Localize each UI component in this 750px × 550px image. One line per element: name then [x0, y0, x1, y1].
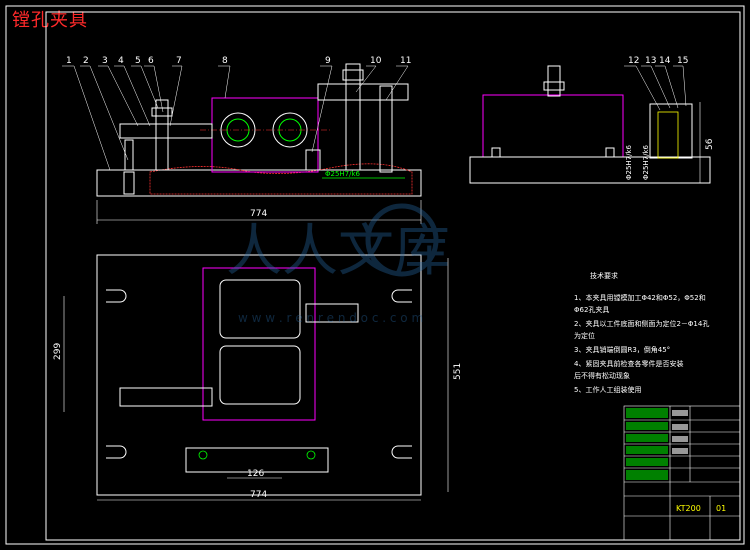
top-slot-ul: [106, 289, 127, 303]
top-dim-slot: 126: [247, 469, 264, 479]
top-dim-left: 299: [53, 343, 63, 360]
title-block-code: KT200: [676, 504, 701, 513]
front-clamp-bar-left: [119, 123, 213, 139]
tech-req-line-3: 2、夹具以工件底面和侧面为定位2－Φ14孔: [574, 319, 709, 328]
side-view: 56 Φ25H7/k6 Φ25H7/k6: [469, 65, 715, 184]
top-dim-bottom: 774: [250, 490, 267, 500]
front-locator: [305, 149, 321, 171]
part-label-6: 6: [148, 56, 154, 66]
front-dim-width: 774: [250, 209, 267, 219]
top-hole-left: [198, 450, 208, 460]
top-clamp-right: [305, 303, 359, 323]
side-dim-height: 56: [705, 138, 715, 150]
part-label-8: 8: [222, 56, 228, 66]
part-label-7: 7: [176, 56, 182, 66]
side-stud: [547, 65, 561, 97]
tech-req-line-8: 5、工作人工组装使用: [574, 385, 641, 394]
drawing-title: 镗孔夹具: [12, 10, 88, 31]
watermark-text: 人人文库: [226, 219, 450, 284]
front-support-left: [124, 139, 134, 171]
front-hatch-area: [149, 163, 413, 195]
watermark-url: w w w . r e n r e n d o c . c o m: [238, 311, 423, 325]
side-base-plate: [469, 156, 711, 184]
watermark: 人人文库 w w w . r e n r e n d o c . c o m: [226, 203, 450, 325]
top-pocket-lower: [219, 345, 301, 405]
part-label-3: 3: [102, 56, 108, 66]
tech-req-line-6: 4、紧固夹具前检查各零件是否安装: [574, 359, 683, 368]
side-fit-b: Φ25H7/k6: [642, 144, 650, 180]
side-pin-left: [491, 147, 501, 158]
title-block-rows: [626, 408, 688, 480]
top-view: 299 551 126 774: [53, 254, 463, 501]
top-hole-right: [306, 450, 316, 460]
top-clamp-left: [119, 387, 213, 407]
title-block-sheet: 01: [716, 504, 726, 513]
part-label-5: 5: [135, 56, 141, 66]
part-number-labels: 1 2 3 4 5 6 7 8 9 10 11 12 13 14 15: [62, 56, 688, 171]
front-stud-left: [155, 99, 169, 171]
tech-req-line-1: 1、本夹具用镗模加工Φ42和Φ52，Φ52和: [574, 293, 706, 302]
part-label-10: 10: [370, 56, 382, 66]
top-slot-lr: [391, 445, 412, 459]
tech-req-line-7: 后不得有松动现象: [574, 371, 630, 380]
top-key-block: [185, 447, 329, 473]
front-nut-right: [342, 69, 364, 81]
part-label-4: 4: [118, 56, 124, 66]
front-base-plate: [96, 169, 422, 197]
top-dim-right: 551: [453, 363, 463, 380]
top-pocket-upper: [219, 279, 301, 339]
tech-req-line-5: 3、夹具销端倒圆R3，倒角45°: [574, 345, 670, 354]
top-slot-ur: [391, 289, 412, 303]
part-label-11: 11: [400, 56, 411, 66]
top-slot-ll: [106, 445, 127, 459]
title-block-frame: [623, 405, 741, 541]
side-nut: [543, 81, 565, 91]
part-leaders: [62, 65, 687, 171]
watermark-logo-icon: [365, 203, 439, 277]
outer-frame: [5, 5, 745, 545]
part-label-2: 2: [83, 56, 89, 66]
front-pillar-right: [379, 85, 393, 173]
tech-requirements: 技术要求 1、本夹具用镗模加工Φ42和Φ52，Φ52和 Φ62孔夹具 2、夹具以…: [574, 271, 709, 394]
front-nut-left: [151, 107, 173, 117]
front-view: Φ25H7/k6 774: [96, 63, 422, 224]
part-label-15: 15: [677, 56, 688, 66]
side-fit-a: Φ25H7/k6: [625, 144, 633, 180]
title-block: [623, 405, 741, 541]
tech-req-line-4: 为定位: [574, 331, 595, 340]
top-base-plate: [96, 254, 422, 496]
side-workpiece: [482, 94, 624, 158]
inner-frame: [45, 11, 741, 541]
tech-req-line-2: Φ62孔夹具: [574, 305, 609, 314]
front-stud-right: [345, 63, 361, 171]
front-bolt-left: [123, 171, 135, 195]
part-label-13: 13: [645, 56, 656, 66]
tech-req-heading: 技术要求: [590, 271, 618, 280]
front-fit-label: Φ25H7/k6: [325, 170, 361, 178]
part-label-12: 12: [628, 56, 639, 66]
part-label-1: 1: [66, 56, 72, 66]
top-workpiece: [202, 267, 316, 421]
part-label-9: 9: [325, 56, 331, 66]
side-bushing: [657, 111, 679, 159]
side-pin-right: [605, 147, 615, 158]
front-clamp-bar-right: [317, 83, 409, 101]
part-label-14: 14: [659, 56, 671, 66]
